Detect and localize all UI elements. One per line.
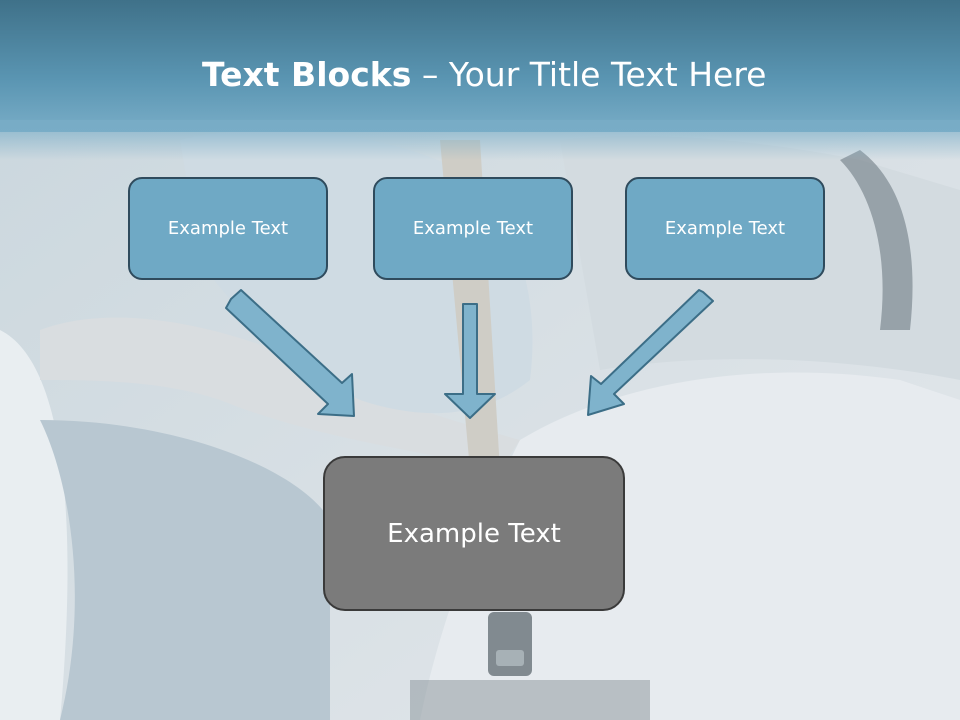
text-block-1-label: Example Text — [167, 218, 289, 239]
main-text-block-label: Example Text — [387, 518, 561, 549]
text-block-3-label: Example Text — [664, 218, 786, 239]
title-rest-part: Your Title Text Here — [448, 55, 767, 94]
title-bar — [0, 0, 960, 132]
text-block-1[interactable]: Example Text — [128, 177, 328, 280]
text-block-3[interactable]: Example Text — [625, 177, 825, 280]
title-bold-part: Text Blocks — [202, 55, 412, 94]
title-separator: – — [411, 55, 449, 94]
title-bar-fade — [0, 120, 960, 160]
text-block-2[interactable]: Example Text — [373, 177, 573, 280]
slide-title: Text Blocks – Your Title Text Here — [202, 52, 902, 98]
main-text-block[interactable]: Example Text — [323, 456, 625, 611]
arrow-left-down-right — [225, 289, 355, 417]
arrow-right-down-left — [587, 289, 714, 416]
text-block-2-label: Example Text — [412, 218, 534, 239]
arrow-down — [444, 303, 496, 419]
